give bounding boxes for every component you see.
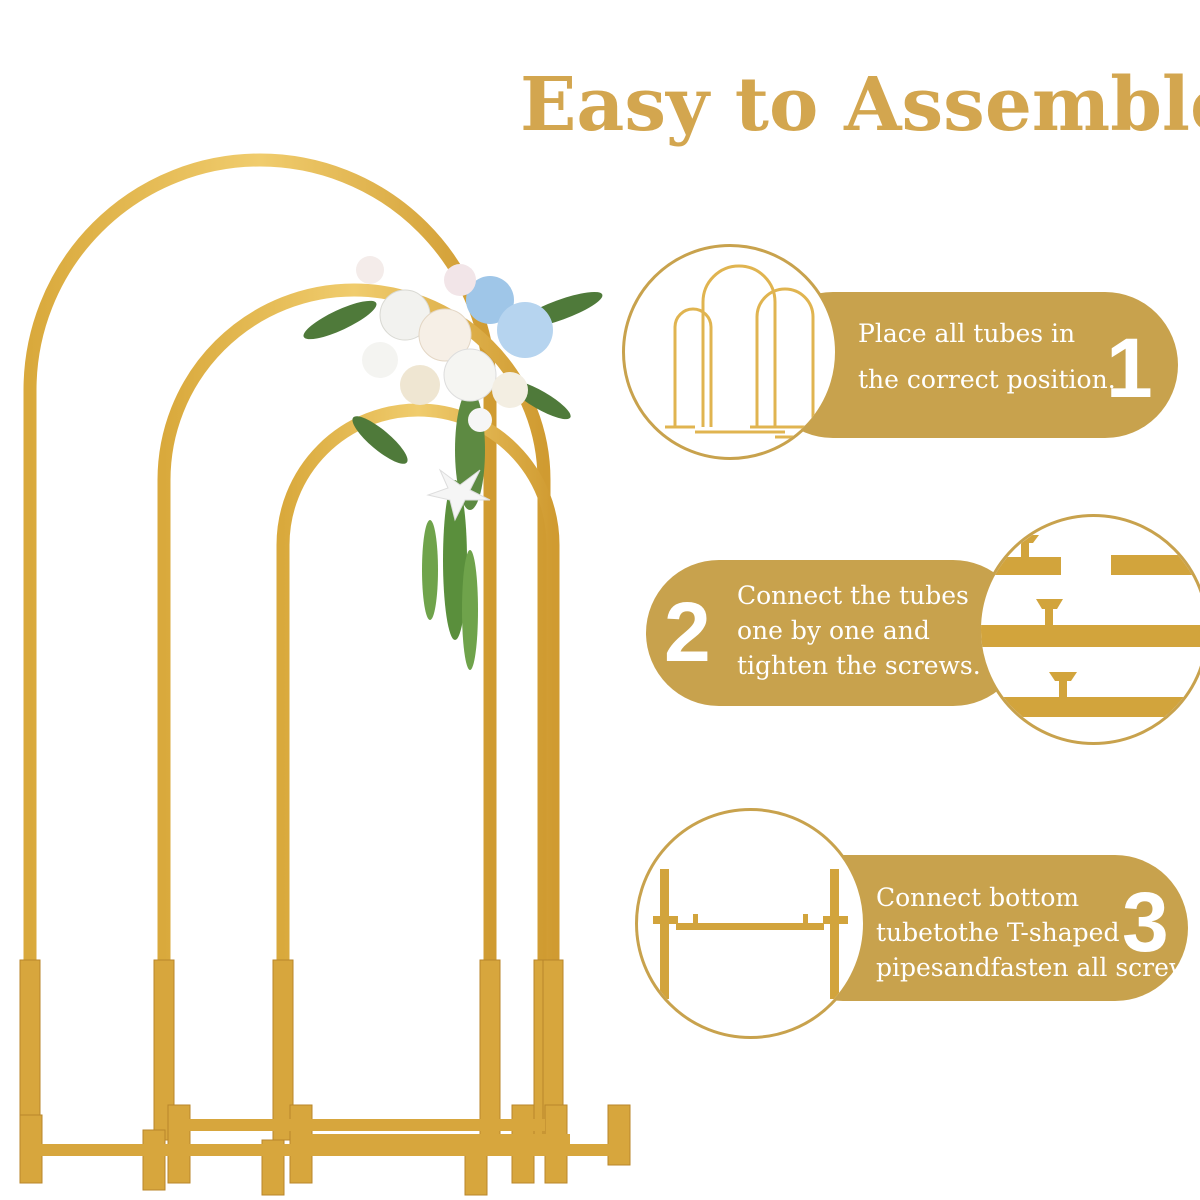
step-2-number: 2	[664, 585, 711, 679]
arch-frames-icon	[665, 264, 820, 439]
flower-bouquet-icon	[303, 256, 603, 670]
step-2-line-2: one by one and	[737, 616, 930, 645]
step-1-line-1: Place all tubes in	[858, 319, 1076, 348]
tube-screw-icon	[981, 535, 1200, 717]
step-2-text: Connect the tubes one by one and tighten…	[737, 578, 981, 683]
step-3-line-1: Connect bottom	[876, 883, 1080, 912]
step-1-line-2: the correct position.	[858, 365, 1116, 394]
step-2-image	[978, 514, 1200, 745]
step-3-text: Connect bottom tubetothe T-shaped pipesa…	[876, 880, 1200, 985]
arch-stand-illustration	[19, 153, 631, 1196]
step-1-text: Place all tubes in the correct position.	[858, 316, 1116, 397]
step-1-image	[622, 244, 838, 460]
t-base-icon	[653, 869, 848, 999]
step-3-number: 3	[1122, 875, 1169, 969]
small-arch-icon	[276, 403, 560, 1140]
step-3-line-2: tubetothe T-shaped	[876, 918, 1120, 947]
step-2-panel	[646, 560, 1026, 706]
step-3-image	[635, 808, 866, 1039]
step-3-line-3: pipesandfasten all screws	[876, 953, 1200, 982]
step-2-line-1: Connect the tubes	[737, 581, 969, 610]
page-title: Easy to Assemble	[520, 62, 1200, 148]
step-1-number: 1	[1106, 321, 1153, 415]
step-2-line-3: tighten the screws.	[737, 651, 981, 680]
